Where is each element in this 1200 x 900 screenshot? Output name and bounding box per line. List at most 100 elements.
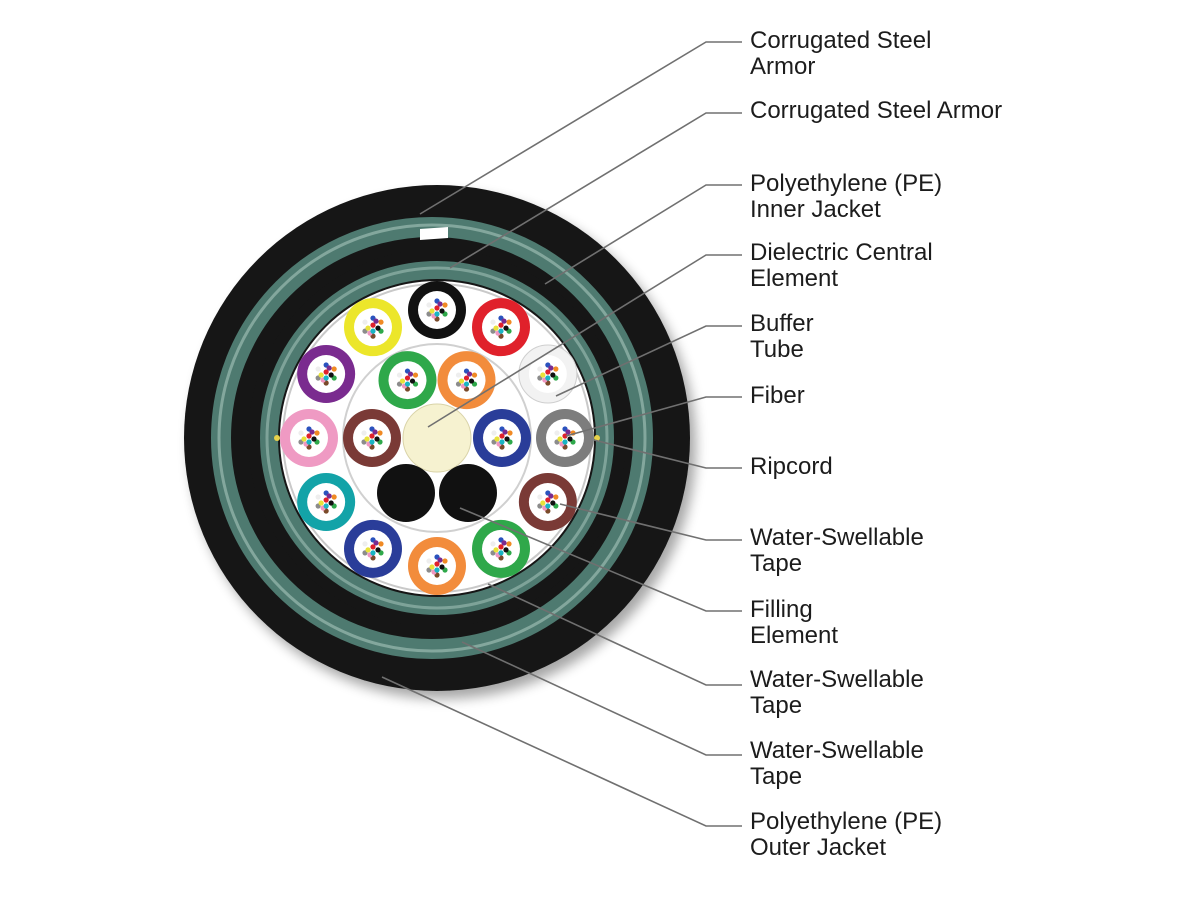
fiber <box>545 369 551 375</box>
fiber <box>439 308 445 314</box>
fiber <box>494 436 500 442</box>
buffer-tube <box>408 537 466 595</box>
buffer-tube <box>297 473 356 531</box>
label-line: Dielectric Central <box>750 239 933 266</box>
fiber <box>362 319 368 325</box>
label-line: Buffer <box>750 310 814 337</box>
fiber <box>361 430 367 436</box>
fiber <box>404 381 411 387</box>
fiber <box>306 439 312 445</box>
label-line: Corrugated Steel Armor <box>750 97 1003 124</box>
filling-element <box>377 464 435 522</box>
fiber <box>463 381 470 387</box>
fiber <box>331 494 337 500</box>
fiber <box>370 544 376 550</box>
fiber <box>442 302 448 308</box>
leader-line <box>461 641 742 756</box>
fiber <box>315 366 321 372</box>
fiber <box>463 375 470 381</box>
fiber <box>372 429 378 435</box>
fiber <box>306 433 312 439</box>
leader-line <box>427 254 742 428</box>
fiber <box>455 372 462 378</box>
buffer-tube <box>473 409 531 467</box>
label-buffer-tube: Buffer Tube <box>750 311 1190 363</box>
fiber <box>491 430 497 436</box>
buffer-tube <box>378 351 437 410</box>
fiber <box>328 500 334 506</box>
outer-armor-highlight <box>217 223 647 653</box>
fiber <box>323 497 329 503</box>
buffer-tube <box>344 298 402 357</box>
fiber <box>328 372 334 378</box>
label-line: Water-Swellable <box>750 737 924 764</box>
label-line: Corrugated Steel <box>750 27 932 54</box>
fiber <box>331 366 337 372</box>
buffer-tube <box>536 409 594 467</box>
label-line: Armor <box>750 53 816 80</box>
fiber <box>375 547 381 553</box>
label-corrugated-armor-inner: Corrugated Steel Armor <box>750 98 1190 124</box>
leader-line <box>487 583 742 686</box>
fiber <box>364 436 370 442</box>
fiber <box>311 436 317 442</box>
fiber <box>502 429 508 435</box>
fiber <box>501 318 507 324</box>
label-line: Tape <box>750 763 803 790</box>
fiber <box>396 372 403 378</box>
leader-line <box>381 676 742 827</box>
ripcord-right <box>594 435 600 441</box>
fiber <box>326 493 332 499</box>
leader-lines <box>381 41 742 827</box>
fiber <box>466 371 473 377</box>
fiber <box>540 500 546 506</box>
fiber <box>437 301 443 307</box>
fiber <box>318 372 324 378</box>
fiber <box>442 558 448 564</box>
fiber <box>498 550 504 556</box>
dielectric-central-element <box>402 403 472 473</box>
fiber <box>434 567 440 573</box>
label-line: Inner Jacket <box>750 196 881 223</box>
leader-line <box>593 439 742 469</box>
fiber <box>503 325 509 331</box>
fiber <box>437 557 443 563</box>
fiber <box>504 436 510 442</box>
fiber <box>412 372 419 378</box>
fiber <box>550 372 556 378</box>
fiber <box>365 325 371 331</box>
fiber <box>378 319 384 325</box>
label-line: Tape <box>750 692 803 719</box>
buffer-tube <box>408 281 466 339</box>
fiber <box>439 564 445 570</box>
fiber <box>429 564 435 570</box>
armor-overlap-gap <box>420 227 448 240</box>
label-water-swellable-tape-3: Water-Swellable Tape <box>750 738 1190 790</box>
fiber <box>562 439 568 445</box>
fiber <box>374 436 380 442</box>
cable-cross-section <box>184 185 690 691</box>
fiber <box>499 439 505 445</box>
fiber <box>434 305 440 311</box>
fiber <box>369 433 375 439</box>
fiber <box>404 375 411 381</box>
fiber <box>567 436 573 442</box>
fiber <box>434 561 440 567</box>
fiber <box>426 302 432 308</box>
fiber <box>315 494 321 500</box>
label-filling-element: Filling Element <box>750 597 1190 649</box>
label-line: Fiber <box>750 382 805 409</box>
fiber <box>369 439 375 445</box>
label-water-swellable-tape-2: Water-Swellable Tape <box>750 667 1190 719</box>
fiber <box>498 544 504 550</box>
fiber <box>298 430 304 436</box>
filling-element <box>439 464 497 522</box>
fiber <box>365 547 371 553</box>
fiber <box>493 547 499 553</box>
buffer-tube <box>280 409 338 467</box>
fiber <box>301 436 307 442</box>
fiber <box>545 375 551 381</box>
leader-line <box>419 41 742 215</box>
fiber <box>309 429 315 435</box>
label-line: Element <box>750 622 839 649</box>
